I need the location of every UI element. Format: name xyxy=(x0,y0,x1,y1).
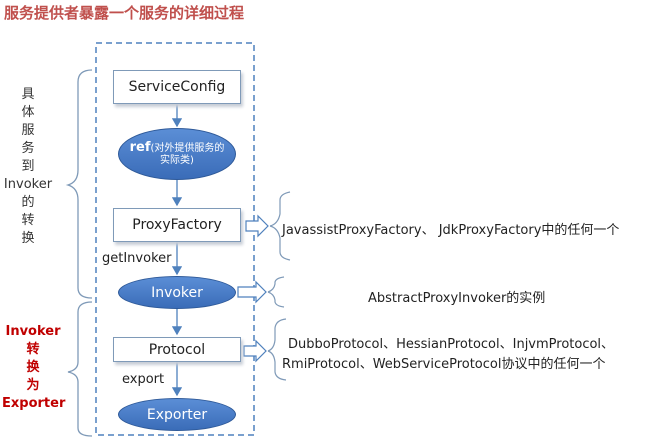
invoker-ellipse: Invoker xyxy=(118,276,236,309)
protocol-box: Protocol xyxy=(113,337,241,362)
dashed-frame xyxy=(95,42,255,436)
right-brace-proxy-bottom xyxy=(269,225,291,261)
ref-ellipse: ref(对外提供服务的实际类) xyxy=(118,128,236,180)
block-arrow-invoker xyxy=(237,280,267,304)
page-title: 服务提供者暴露一个服务的详细过程 xyxy=(4,4,245,22)
proxy-factory-box: ProxyFactory xyxy=(113,208,241,242)
lower-label-char: Exporter xyxy=(2,396,66,411)
lower-label-char: 为 xyxy=(26,378,40,393)
upper-label-char: 务 xyxy=(21,141,35,156)
proxy-factory-note: JavassistProxyFactory、 JdkProxyFactory中的… xyxy=(282,223,620,238)
block-arrow-protocol xyxy=(243,339,267,363)
lower-section-label: Invoker 转 换 为 Exporter xyxy=(2,323,66,413)
upper-label-char: 服 xyxy=(21,123,35,138)
block-arrow-proxy xyxy=(245,214,269,238)
lower-label-char: Invoker xyxy=(5,324,61,339)
upper-label-char: Invoker xyxy=(3,177,53,192)
right-brace-invoker-top xyxy=(267,276,285,293)
lower-label-char: 换 xyxy=(26,360,40,375)
lower-brace xyxy=(67,301,93,437)
upper-label-char: 换 xyxy=(21,231,35,246)
get-invoker-label: getInvoker xyxy=(102,251,172,266)
lower-label-char: 转 xyxy=(26,342,40,357)
upper-section-label: 具 体 服 务 到 Invoker 的 转 换 xyxy=(2,86,54,248)
protocol-note-line2: RmiProtocol、WebServiceProtocol协议中的任何一个 xyxy=(282,357,606,372)
upper-label-char: 的 xyxy=(21,195,35,210)
right-brace-protocol-top xyxy=(267,318,287,352)
right-brace-protocol-bottom xyxy=(267,350,287,381)
exporter-ellipse: Exporter xyxy=(118,398,236,431)
upper-brace xyxy=(65,69,93,299)
right-brace-invoker-bottom xyxy=(267,291,285,308)
upper-label-char: 具 xyxy=(21,87,35,102)
service-config-box: ServiceConfig xyxy=(113,70,241,104)
export-label: export xyxy=(122,372,165,387)
upper-label-char: 转 xyxy=(21,213,35,228)
ref-title: ref xyxy=(129,139,151,155)
invoker-note: AbstractProxyInvoker的实例 xyxy=(368,291,546,306)
upper-label-char: 到 xyxy=(21,159,35,174)
upper-label-char: 体 xyxy=(21,105,35,120)
protocol-note-line1: DubboProtocol、HessianProtocol、InjvmProto… xyxy=(288,337,615,352)
right-brace-proxy-top xyxy=(269,191,291,227)
ref-detail: (对外提供服务的实际类) xyxy=(150,142,225,166)
